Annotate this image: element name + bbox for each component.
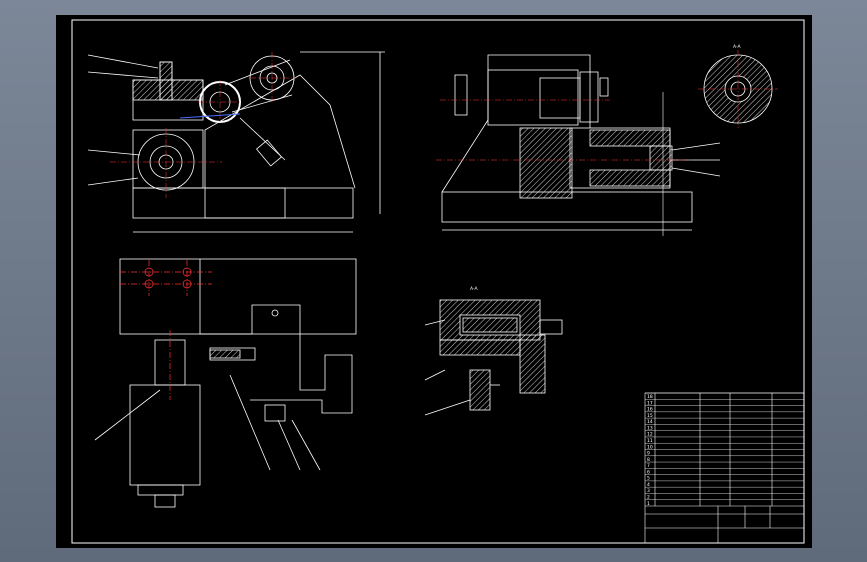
title-block-row-number: 3	[647, 488, 650, 494]
title-block-row-number: 16	[647, 407, 653, 413]
title-block-row-number: 18	[647, 394, 653, 400]
title-block-row-number: 9	[647, 451, 650, 457]
sheet-border	[71, 19, 805, 544]
title-block-row-number: 7	[647, 463, 650, 469]
detail-centerlines	[698, 50, 778, 128]
title-block-row-number: 14	[647, 419, 653, 425]
title-block-row-number: 1	[647, 501, 650, 507]
title-block	[644, 392, 805, 544]
title-block-row-number: 4	[647, 482, 650, 488]
side-view-centerlines	[436, 99, 690, 161]
title-block-row-number: 15	[647, 413, 653, 419]
title-block-row-number: 12	[647, 432, 653, 438]
blue-line	[179, 113, 241, 119]
title-block-row-number: 6	[647, 469, 650, 475]
section-view	[424, 299, 563, 416]
side-view	[441, 54, 721, 231]
title-block-row-number: 5	[647, 476, 650, 482]
front-view	[87, 51, 385, 233]
title-block-row-number: 11	[647, 438, 653, 444]
section-label-top: A-A	[733, 44, 742, 50]
title-block-row-number: 8	[647, 457, 650, 463]
title-block-row-number: 10	[647, 444, 653, 450]
plan-view	[94, 258, 357, 508]
title-block-row-number: 17	[647, 400, 653, 406]
drawing-sheet	[56, 15, 812, 548]
title-block-row-number: 13	[647, 425, 653, 431]
plan-view-holes	[120, 260, 212, 400]
front-view-centerlines	[110, 52, 296, 198]
section-label-mid: A-A	[470, 286, 479, 292]
title-block-row-number: 2	[647, 495, 650, 501]
